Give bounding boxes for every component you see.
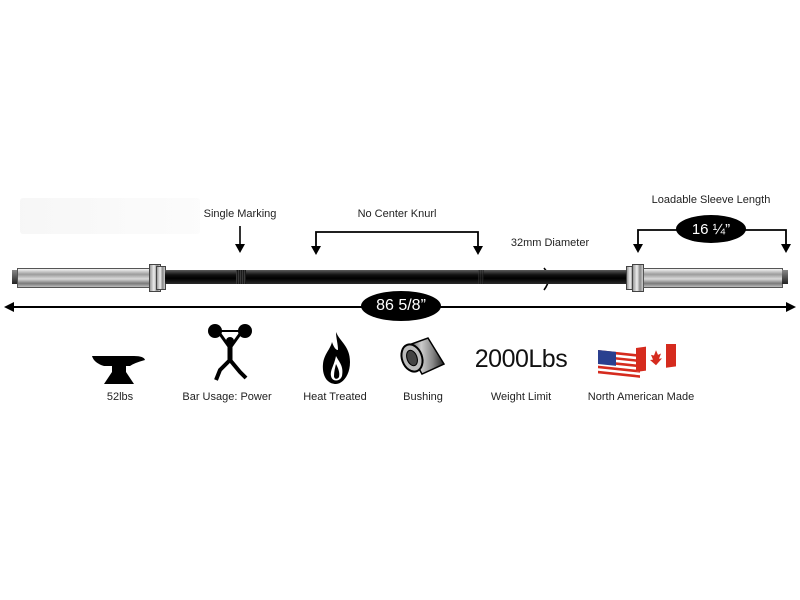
right-endcap	[782, 270, 788, 284]
anvil-icon	[92, 356, 145, 384]
sleeve-length-pill: 16 ¼”	[676, 215, 746, 243]
feature-label-weight: 52lbs	[106, 391, 134, 403]
flame-icon	[322, 332, 350, 384]
single-marking-arrow	[235, 226, 245, 253]
faded-logo	[20, 198, 200, 234]
weightlifter-icon	[208, 324, 252, 381]
feature-label-origin: North American Made	[587, 391, 695, 403]
no-center-knurl-bracket	[311, 231, 483, 255]
feature-label-usage: Bar Usage: Power	[182, 391, 272, 403]
left-sleeve	[17, 268, 151, 288]
bushing-icon	[400, 337, 446, 375]
single-marking-label: Single Marking	[203, 208, 277, 220]
no-center-knurl-label: No Center Knurl	[357, 208, 437, 220]
feature-label-weight-limit: Weight Limit	[490, 391, 552, 403]
total-length-pill: 86 5/8”	[361, 291, 441, 321]
bar-shaft	[165, 270, 627, 284]
weight-limit-value: 2000Lbs	[474, 345, 568, 373]
left-endcap	[12, 270, 18, 284]
marking-band-right	[478, 270, 484, 284]
diameter-label: 32mm Diameter	[510, 237, 590, 249]
feature-label-heat: Heat Treated	[303, 391, 367, 403]
us-canada-flags-icon	[598, 344, 676, 381]
feature-label-bushing: Bushing	[403, 391, 443, 403]
right-sleeve	[643, 268, 783, 288]
single-marking-band	[236, 270, 246, 284]
sleeve-length-label: Loadable Sleeve Length	[651, 194, 771, 206]
